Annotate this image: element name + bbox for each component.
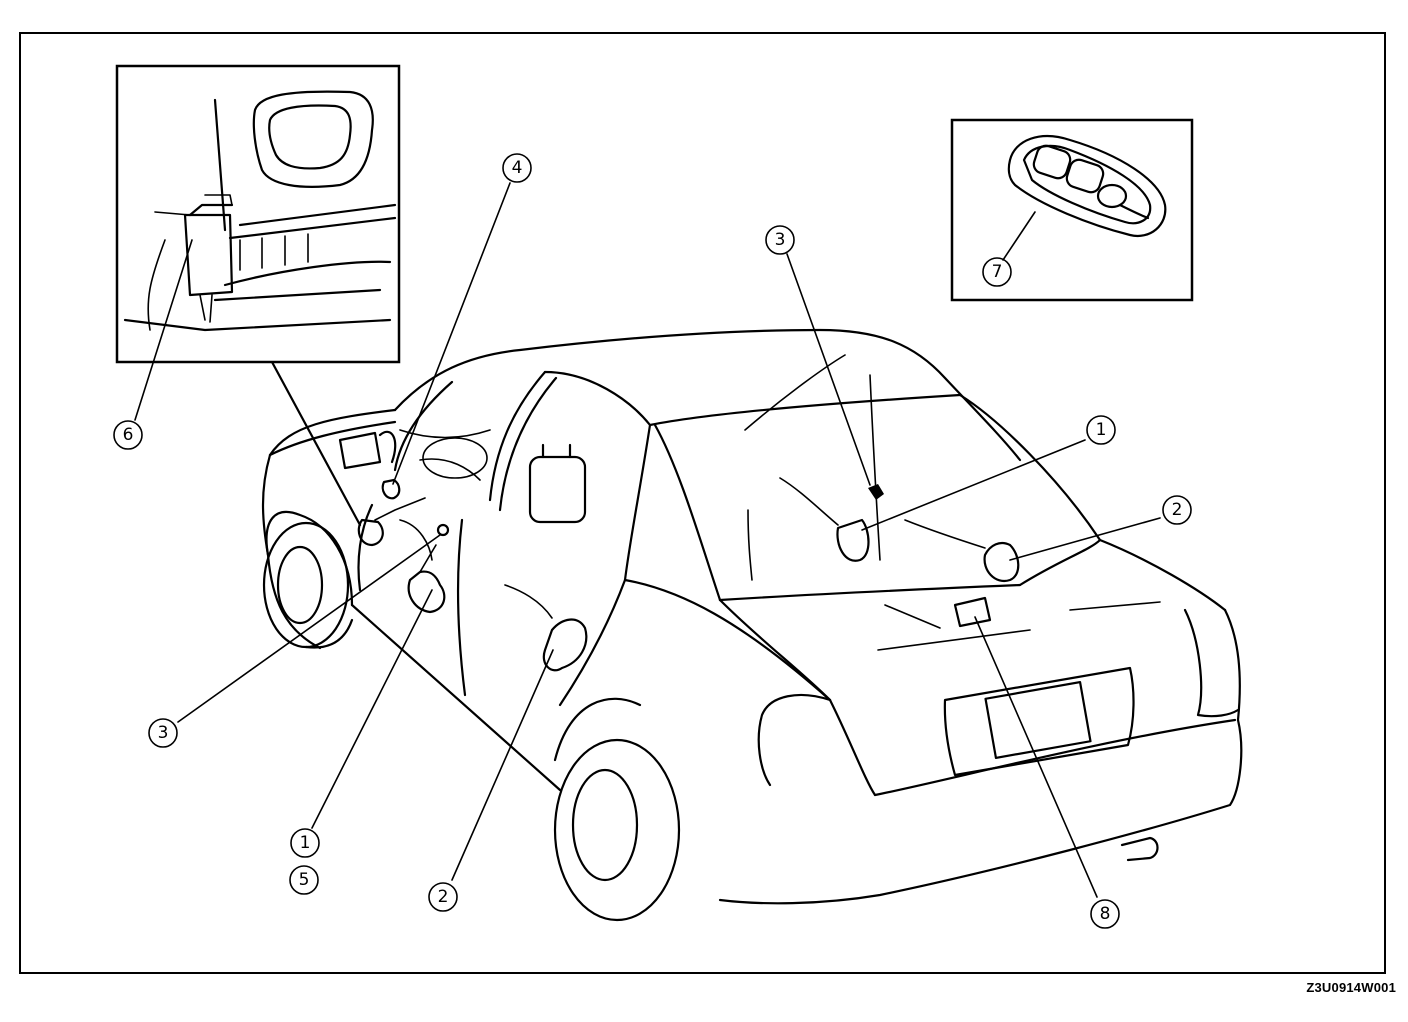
callout-5-label: 5 [299,870,310,890]
trunk-antenna-module-icon [953,596,992,628]
callout-2-rear: 2 [1162,495,1192,525]
callout-1-front: 1 [290,828,320,858]
figure-border [19,32,1386,974]
key-fob-icon [950,118,1194,302]
callout-3-front: 3 [148,718,178,748]
sedan-outline-icon [261,328,1243,922]
callout-3-front-label: 3 [158,723,169,743]
callout-8-label: 8 [1100,904,1111,924]
callout-6-label: 6 [123,425,134,445]
callout-1-rear-label: 1 [1096,420,1107,440]
front-wheel-icon [262,521,354,649]
callout-1-front-label: 1 [300,833,311,853]
callout-6: 6 [113,420,143,450]
front-door-lock-actuator-icon [399,519,450,614]
callout-8: 8 [1090,899,1120,929]
rear-door-lock-actuator-icon [504,584,588,672]
callout-4: 4 [502,153,532,183]
callout-4-label: 4 [512,158,523,178]
callout-3-rear: 3 [765,225,795,255]
leader-lines [134,182,1161,898]
front-door-switch-icon [357,497,426,547]
callout-7-label: 7 [992,262,1003,282]
trunk-lock-actuator-icon [904,519,1020,583]
figure-reference-code: Z3U0914W001 [1306,980,1396,995]
callout-2-front: 2 [428,882,458,912]
callout-7: 7 [982,257,1012,287]
callout-5: 5 [289,865,319,895]
rear-wheel-icon [553,697,681,922]
callout-1-rear: 1 [1086,415,1116,445]
callout-2-rear-label: 2 [1172,500,1183,520]
ignition-switch-icon [381,478,401,500]
control-module-detail-icon [115,64,401,364]
callout-3-rear-label: 3 [775,230,786,250]
callout-2-front-label: 2 [438,887,449,907]
trunk-lid-switch-icon [779,477,884,562]
